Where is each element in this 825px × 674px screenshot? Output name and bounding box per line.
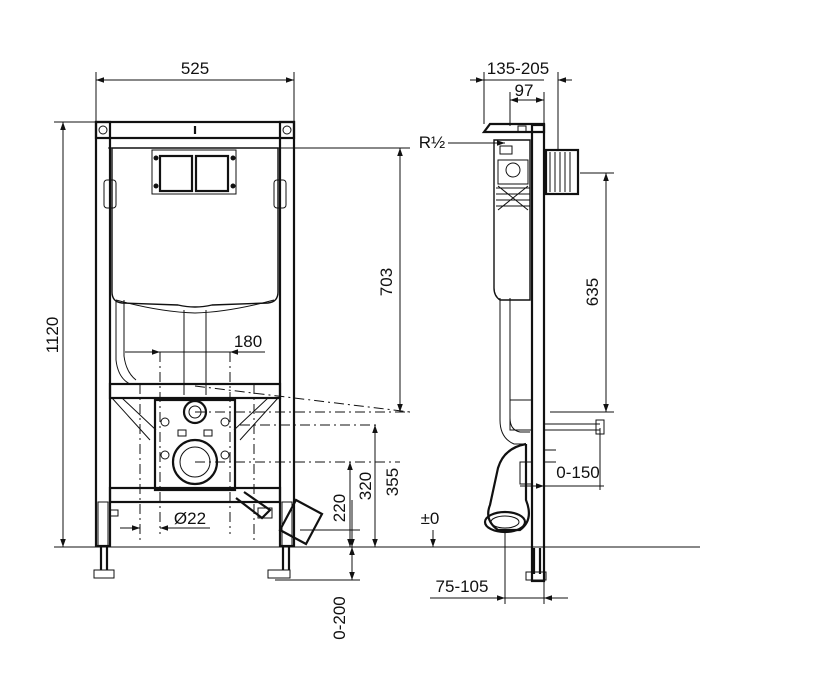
flush-button-large [158, 154, 194, 193]
side-flush-pipe [499, 298, 526, 445]
width-total-label: 525 [181, 59, 209, 78]
floor-level-label: ±0 [421, 509, 440, 528]
supply-pipe-icon [182, 399, 208, 425]
right-frame-post [278, 120, 296, 548]
tank-bracket-left [103, 179, 117, 209]
tank-bracket-right [273, 179, 287, 209]
mount-hole-icon [282, 125, 292, 135]
side-dimensions: 135-205 97 R½ 635 0-150 ±0 75-105 [419, 59, 614, 604]
flush-plate-height-label: 703 [377, 268, 396, 296]
drain-elbow [278, 498, 324, 546]
tie-spacing-label: 180 [234, 332, 262, 351]
feet-range-label: 0-200 [330, 596, 349, 639]
tank-depth-label: 97 [515, 81, 534, 100]
bottom-rail [108, 486, 282, 504]
pipe-diameter-label: Ø22 [174, 509, 206, 528]
support-height-label: 220 [330, 494, 349, 522]
height-total-label: 1120 [43, 317, 62, 354]
flush-plate-opening [151, 149, 237, 195]
right-foot [281, 546, 291, 570]
side-foot-pad [525, 571, 547, 581]
drain-height-label: 320 [356, 472, 375, 500]
middle-rail [108, 382, 282, 400]
top-rail [94, 120, 296, 140]
right-foot-pad [267, 569, 291, 579]
depth-range-label: 135-205 [487, 59, 549, 78]
mount-hole-icon [98, 125, 108, 135]
left-foot-pad [93, 569, 115, 579]
side-drain-bend [487, 442, 531, 532]
waste-height-label: 355 [383, 468, 402, 496]
side-height-label: 635 [583, 278, 602, 306]
front-dimensions: 525 1120 703 180 Ø22 355 320 220 0-200 [43, 59, 410, 640]
connection-thread-label: R½ [419, 133, 445, 152]
wall-offset-label: 0-150 [556, 463, 599, 482]
left-foot [99, 546, 109, 570]
side-flush-plate [544, 148, 580, 196]
side-actuator [497, 159, 529, 185]
front-view [93, 120, 411, 579]
side-cistern [493, 139, 531, 301]
side-frame-post [530, 123, 546, 583]
side-water-connector [544, 423, 600, 431]
flush-button-small [194, 154, 230, 193]
left-frame-post [94, 120, 112, 548]
side-view [481, 122, 605, 583]
drain-pipe-stub [235, 491, 272, 520]
bowl-offset-label: 75-105 [436, 577, 489, 596]
